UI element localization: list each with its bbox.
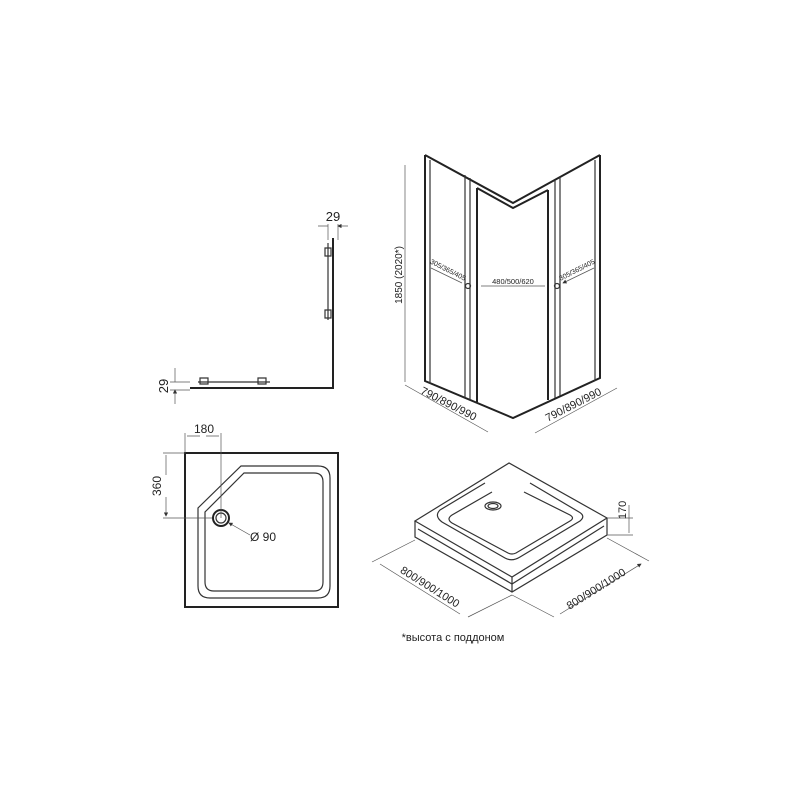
cabin-height-label: 1850 (2020*): [394, 246, 405, 304]
tray-drain-icon: [484, 501, 502, 511]
tray-right-width-label: 800/900/1000: [565, 567, 628, 613]
profile-left-dim: 29: [156, 379, 171, 393]
cabin-left-door-label: 305/365/405: [429, 259, 467, 283]
profile-top-dim: 29: [326, 209, 340, 224]
cabin-right-door-label: 305/365/405: [558, 259, 596, 283]
tray-left-width-label: 800/900/1000: [398, 565, 461, 611]
cabin-view: 1850 (2020*) 305/365/405 480/500/620 305…: [394, 154, 618, 434]
tray-iso-view: 170 800/900/1000 800/900/1000: [371, 462, 650, 618]
profile-view: 29 29: [156, 209, 348, 404]
drain-diameter: Ø 90: [250, 530, 276, 544]
tray-plan-view: 180 360 Ø 90: [150, 422, 339, 608]
cabin-center-door-label: 480/500/620: [492, 277, 534, 286]
cabin-right-width-label: 790/890/990: [544, 386, 604, 424]
footnote: *высота с поддоном: [402, 632, 505, 644]
tray-height-dim: 170: [617, 501, 629, 519]
drain-y-dim: 360: [150, 476, 164, 496]
drain-x-dim: 180: [194, 422, 214, 436]
